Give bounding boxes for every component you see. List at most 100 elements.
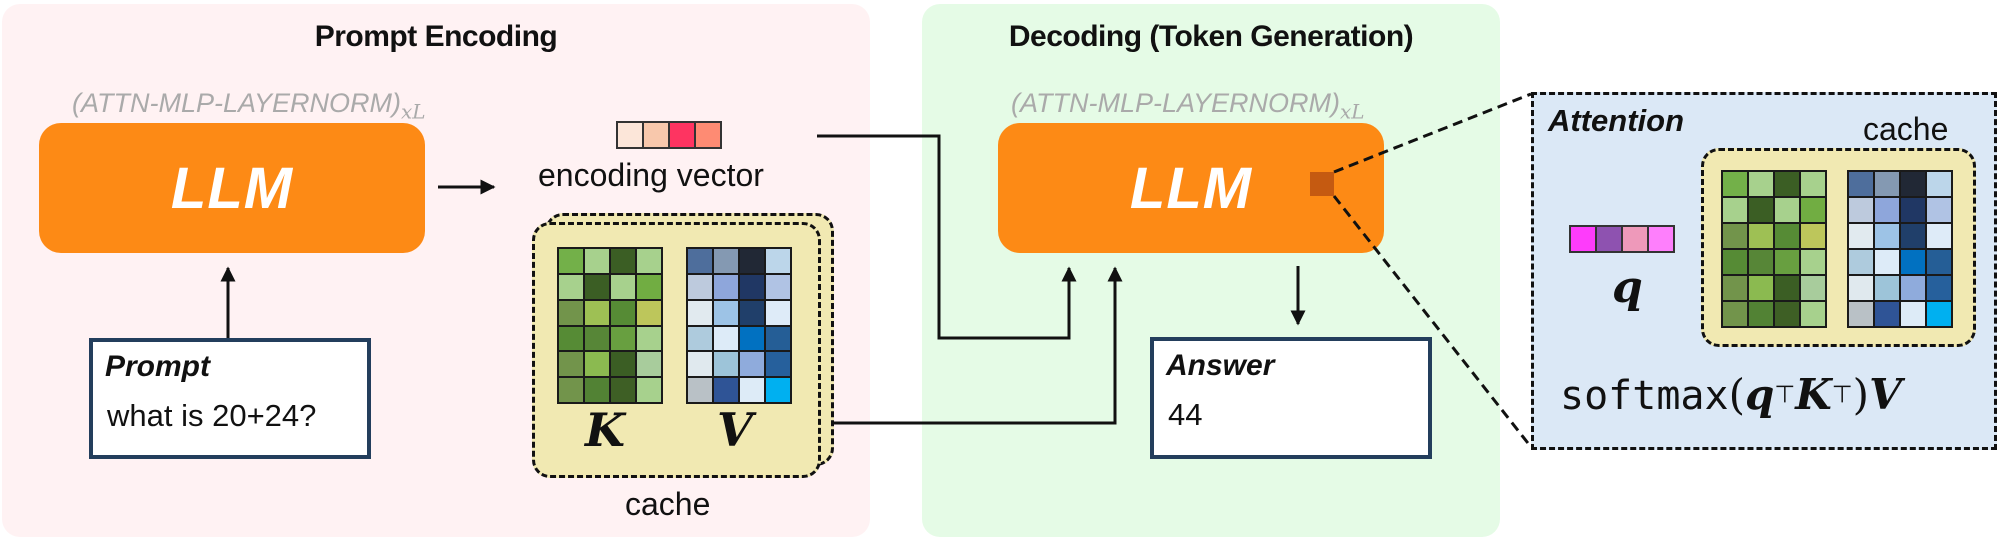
v-matrix-cell [1901, 276, 1925, 300]
formula-paren-open: ( [1728, 370, 1745, 419]
v-matrix-cell [688, 326, 712, 351]
v-matrix-cell [1927, 250, 1951, 274]
k-matrix-cell [1749, 224, 1773, 248]
v-matrix-cell [766, 352, 790, 377]
k-matrix-cell [637, 300, 661, 325]
llm-block-encoding: LLM [39, 123, 425, 253]
layer-subscript: xL [1340, 99, 1365, 124]
k-matrix-cell [585, 274, 609, 299]
attention-title: Attention [1548, 103, 1685, 138]
k-matrix-cell [1723, 224, 1747, 248]
v-matrix-cell [714, 326, 738, 351]
v-matrix-cell [1927, 198, 1951, 222]
k-matrix-cell [611, 326, 635, 351]
k-matrix-cell [1749, 276, 1773, 300]
v-matrix-cell [688, 249, 712, 273]
k-matrix-cell [559, 300, 583, 325]
v-matrix-cell [714, 378, 738, 402]
formula-transpose-1: ⊤ [1774, 380, 1796, 409]
k-matrix-cell [1801, 276, 1825, 300]
v-matrix-cell [766, 300, 790, 325]
v-matrix-cell [714, 249, 738, 273]
k-matrix-cell [1775, 250, 1799, 274]
k-matrix-cell [585, 378, 609, 402]
k-matrix-cell [1723, 250, 1747, 274]
v-matrix-cell [1875, 250, 1899, 274]
layer-label-text: (ATTN-MLP-LAYERNORM) [72, 88, 401, 118]
v-matrix-cell [766, 378, 790, 402]
attention-v-matrix [1847, 170, 1953, 328]
encoding-vector-cell [644, 123, 670, 147]
k-matrix-cell [1775, 302, 1799, 326]
prompt-heading: Prompt [105, 350, 210, 383]
formula-paren-close: ) [1852, 370, 1870, 419]
v-matrix-cell [1927, 276, 1951, 300]
v-matrix-cell [1901, 198, 1925, 222]
k-matrix-cell [611, 274, 635, 299]
q-vector-cell [1597, 227, 1623, 251]
answer-heading: Answer [1166, 349, 1275, 382]
layer-label-decoding: (ATTN-MLP-LAYERNORM)xL [1011, 88, 1365, 123]
arrow-cache-to-decode-llm [834, 266, 1123, 425]
v-matrix-cell [766, 274, 790, 299]
v-matrix-cell [714, 274, 738, 299]
k-matrix-cell [637, 326, 661, 351]
k-matrix-cell [1749, 250, 1773, 274]
k-matrix-cell [637, 378, 661, 402]
formula-transpose-2: ⊤ [1831, 380, 1853, 409]
encoding-vector [616, 121, 722, 149]
v-matrix-cell [740, 249, 764, 273]
k-matrix-cell [585, 352, 609, 377]
k-matrix-cell [1775, 198, 1799, 222]
k-symbol: K [585, 403, 625, 457]
k-matrix-cell [1801, 198, 1825, 222]
k-matrix-cell [1775, 276, 1799, 300]
q-vector-cell [1571, 227, 1597, 251]
formula-softmax: softmax [1560, 373, 1729, 419]
k-matrix-cell [559, 274, 583, 299]
v-matrix-cell [1875, 276, 1899, 300]
layer-subscript: xL [401, 99, 426, 124]
zoom-line-bottom [1332, 195, 1533, 448]
k-matrix-cell [637, 352, 661, 377]
panel-title-decoding: Decoding (Token Generation) [1008, 20, 1414, 53]
v-matrix-cell [688, 352, 712, 377]
panel-title-encoding: Prompt Encoding [314, 20, 558, 53]
k-matrix [557, 247, 663, 404]
k-matrix-cell [1801, 172, 1825, 196]
k-matrix-cell [559, 249, 583, 273]
k-matrix-cell [559, 326, 583, 351]
llm-label: LLM [1129, 155, 1253, 221]
v-matrix-cell [1849, 250, 1873, 274]
v-matrix-cell [1901, 224, 1925, 248]
k-matrix-cell [1723, 276, 1747, 300]
attention-detail-box: Attention cache q softmax(q⊤K⊤)V [1531, 92, 1997, 450]
v-matrix-cell [766, 249, 790, 273]
v-matrix-cell [1927, 172, 1951, 196]
k-matrix-cell [559, 378, 583, 402]
k-matrix-cell [585, 249, 609, 273]
k-matrix-cell [1749, 302, 1773, 326]
k-matrix-cell [611, 378, 635, 402]
v-matrix-cell [1875, 198, 1899, 222]
v-matrix-cell [1927, 302, 1951, 326]
v-symbol: V [717, 403, 753, 457]
k-matrix-cell [1723, 198, 1747, 222]
v-matrix-cell [688, 274, 712, 299]
layer-label-text: (ATTN-MLP-LAYERNORM) [1011, 88, 1340, 118]
encoding-vector-cell [618, 123, 644, 147]
v-matrix-cell [1849, 302, 1873, 326]
k-matrix-cell [1749, 198, 1773, 222]
q-vector [1569, 225, 1675, 253]
formula-q: q [1744, 370, 1775, 419]
k-matrix-cell [611, 249, 635, 273]
llm-label: LLM [170, 155, 294, 221]
v-matrix-cell [1927, 224, 1951, 248]
v-matrix-cell [714, 352, 738, 377]
encoding-vector-cell [696, 123, 720, 147]
layer-label-encoding: (ATTN-MLP-LAYERNORM)xL [72, 88, 426, 123]
attention-cache-label: cache [1863, 111, 1949, 147]
k-matrix-cell [1801, 302, 1825, 326]
k-matrix-cell [559, 352, 583, 377]
